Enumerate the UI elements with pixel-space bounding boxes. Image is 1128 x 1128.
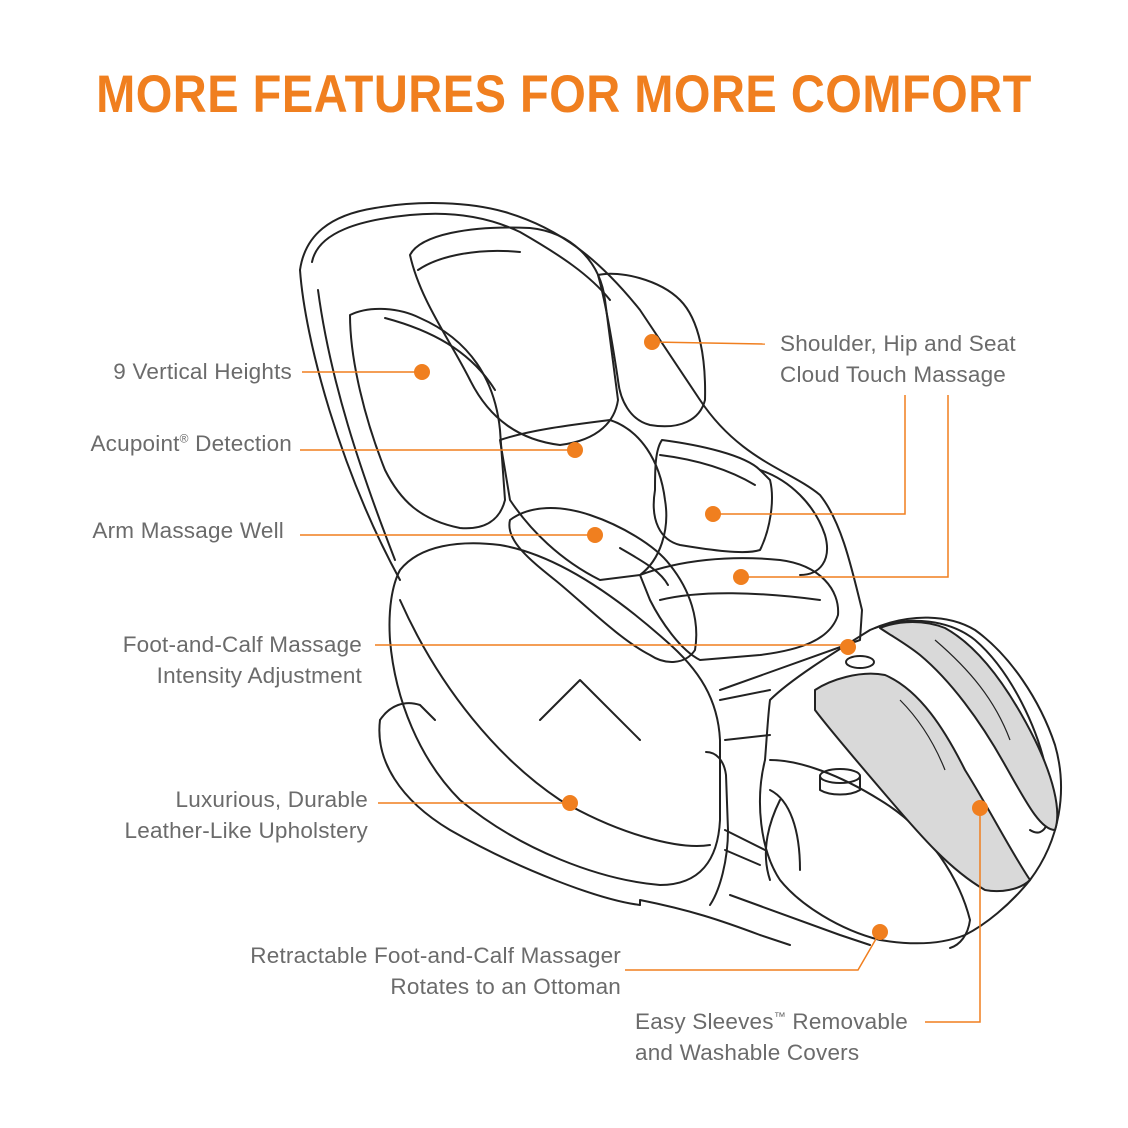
dot-vertical-heights	[414, 364, 430, 380]
label-shoulder-hip-seat: Shoulder, Hip and Seat Cloud Touch Massa…	[780, 331, 1016, 387]
dot-seat	[733, 569, 749, 585]
label-vertical-heights: 9 Vertical Heights	[113, 359, 292, 384]
dot-sleeves	[972, 800, 988, 816]
label-easy-sleeves: Easy Sleeves™ Removable and Washable Cov…	[635, 1009, 908, 1065]
base-left	[379, 702, 436, 721]
leader-sleeves	[925, 808, 981, 1023]
easy-sleeve-right	[879, 621, 1059, 831]
dot-acupoint	[567, 442, 583, 458]
dot-arm-well	[587, 527, 603, 543]
cup-holder	[845, 655, 875, 669]
label-upholstery: Luxurious, Durable Leather-Like Upholste…	[124, 787, 368, 843]
calf-massager-outer	[759, 616, 1063, 945]
left-armrest	[508, 507, 698, 663]
dot-intensity	[840, 639, 856, 655]
leader-retractable	[625, 931, 881, 971]
label-arm-massage-well: Arm Massage Well	[92, 518, 284, 543]
right-armrest	[652, 439, 773, 554]
leader-shoulder	[651, 341, 766, 345]
easy-sleeve-left	[814, 672, 1031, 893]
headrest	[409, 226, 619, 446]
dot-hip	[705, 506, 721, 522]
leader-seat	[740, 395, 949, 578]
back-side-inner	[317, 289, 396, 561]
leader-lines	[300, 341, 981, 1023]
back-shell-outline	[299, 202, 863, 691]
label-foot-calf-intensity: Foot-and-Calf Massage Intensity Adjustme…	[122, 632, 362, 688]
front-leg-panel	[388, 542, 721, 886]
backrest-center	[499, 419, 668, 581]
dot-shoulder	[644, 334, 660, 350]
label-retractable-massager: Retractable Foot-and-Calf Massager Rotat…	[250, 943, 621, 999]
left-shoulder-pad	[349, 307, 506, 530]
dot-retractable	[872, 924, 888, 940]
side-panel	[705, 751, 729, 906]
callout-dots	[414, 334, 988, 940]
dot-upholstery	[562, 795, 578, 811]
page-title: MORE FEATURES FOR MORE COMFORT	[96, 63, 1032, 124]
back-shell-inner	[311, 212, 611, 301]
label-acupoint-detection: Acupoint® Detection	[90, 431, 292, 456]
leader-hip	[713, 395, 906, 515]
seat	[639, 557, 840, 661]
lever-knob	[819, 768, 861, 784]
right-shoulder-pad	[597, 272, 707, 428]
